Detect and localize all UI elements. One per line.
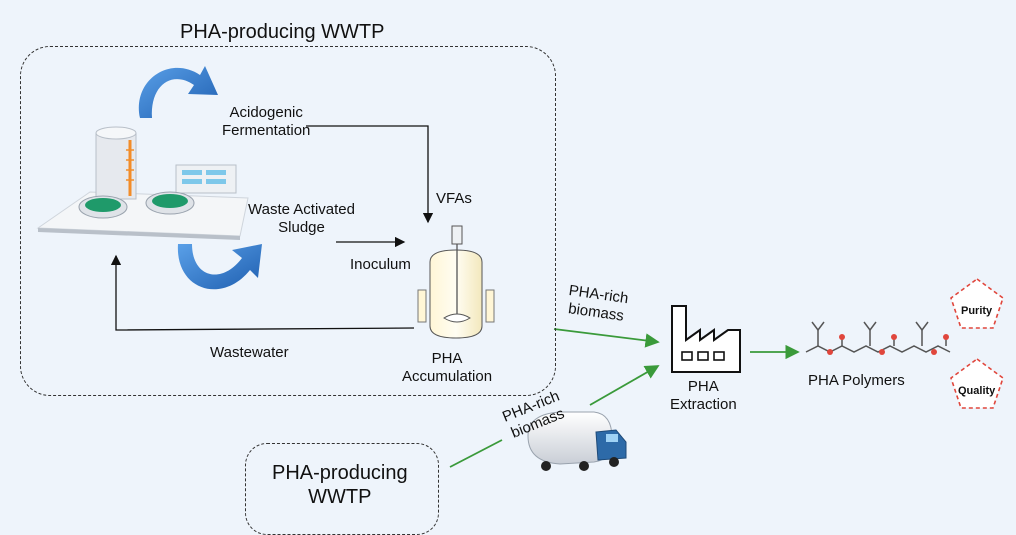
- wastewater-return-arrow: [110, 254, 415, 331]
- accum-line-2: Accumulation: [402, 368, 493, 385]
- main-wwtp-boundary: [20, 46, 556, 396]
- extraction-line-1: PHA: [687, 378, 719, 395]
- wastewater-label: Wastewater: [210, 344, 289, 361]
- rich-biomass-flow-1: [553, 328, 660, 348]
- diagram-canvas: PHA-producing WWTP Acidogenic Fermentati…: [20, 21, 1004, 535]
- purity-badge-icon: [950, 278, 1004, 329]
- extraction-factory-icon: [671, 305, 741, 373]
- acidogenic-line-1: Acidogenic: [229, 104, 303, 121]
- was-line-2: Sludge: [278, 219, 325, 236]
- extraction-line-2: Extraction: [670, 396, 737, 413]
- second-wwtp-line-1: PHA-producing: [272, 462, 408, 484]
- recycle-arrow-top-icon: [138, 66, 218, 118]
- pha-accumulation-label: PHA Accumulation: [402, 350, 492, 386]
- quality-badge-label: Quality: [958, 385, 996, 397]
- accum-line-1: PHA: [431, 350, 463, 367]
- purity-badge-label: Purity: [961, 305, 993, 317]
- vfas-label: VFAs: [436, 190, 472, 207]
- diagram-graphics: [36, 66, 1004, 471]
- pha-extraction-label: PHA Extraction: [670, 378, 737, 414]
- rich-biomass-flow-3: [589, 365, 660, 406]
- vfa-flow-arrow: [306, 125, 434, 224]
- second-wwtp-title: PHA-producing WWTP: [272, 461, 408, 509]
- pha-polymers-label: PHA Polymers: [808, 372, 905, 389]
- pha-polymer-chain-icon: [805, 321, 951, 353]
- tanker-truck-icon: [527, 411, 627, 471]
- waste-activated-sludge-label: Waste Activated Sludge: [248, 201, 355, 237]
- wwtp-plant-illustration: [36, 126, 249, 240]
- polymer-atoms: [827, 334, 949, 355]
- main-wwtp-title: PHA-producing WWTP: [180, 21, 385, 43]
- acidogenic-fermentation-label: Acidogenic Fermentation: [222, 104, 310, 140]
- recycle-arrow-bottom-icon: [177, 244, 262, 290]
- acidogenic-line-2: Fermentation: [222, 122, 311, 139]
- inoculum-label: Inoculum: [350, 256, 411, 273]
- rich-biomass-flow-2: [449, 439, 503, 468]
- quality-badge-icon: [950, 358, 1004, 409]
- second-wwtp-line-2: WWTP: [308, 486, 372, 508]
- pha-reactor-icon: [417, 225, 495, 339]
- was-line-1: Waste Activated: [248, 201, 355, 218]
